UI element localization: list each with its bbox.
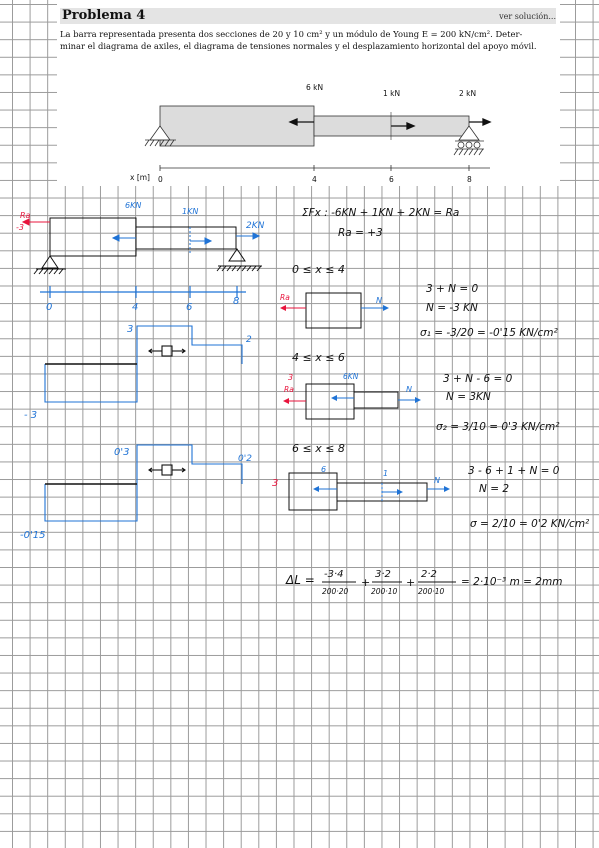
section1-reaction: Ra: [280, 293, 290, 302]
x-tick-0: 0: [158, 175, 163, 184]
displacement-t3-num: 2·2: [421, 569, 437, 580]
statement-line-1: La barra representada presenta dos secci…: [60, 29, 523, 39]
equilibrium-eq: ΣFx : -6KN + 1KN + 2KN = Ra: [302, 207, 459, 219]
sketch-loads: [111, 227, 261, 254]
section2-eq3: σ₂ = 3/10 = 0'3 KN/cm²: [436, 421, 560, 433]
sketch-reaction-value: -3: [16, 223, 24, 232]
roller-support: [453, 125, 484, 156]
section1-eq3: σ₁ = -3/20 = -0'15 KN/cm²: [420, 327, 559, 339]
section3-eq1: 3 - 6 + 1 + N = 0: [468, 465, 560, 477]
section1-block: [305, 292, 362, 329]
displacement-t2-num: 3·2: [375, 569, 391, 580]
sketch-tick-4: 4: [132, 302, 138, 313]
section3-eq3: σ = 2/10 = 0'2 KN/cm²: [470, 518, 590, 530]
section2-axial: N: [406, 385, 412, 394]
load-label-2kn: 2 kN: [459, 89, 476, 98]
stress-top-label: 0'3: [114, 447, 129, 458]
x-tick-6: 6: [389, 175, 394, 184]
displacement-formula: ΔL = -3·4 200·20 + 3·2 200·10 + 2·2 200·…: [285, 569, 562, 596]
section3-eq2: N = 2: [479, 483, 509, 495]
section2-value3: 3: [288, 373, 293, 382]
section3-axial: N: [434, 476, 440, 485]
plus-1: +: [361, 576, 370, 589]
displacement-t1-num: -3·4: [324, 569, 344, 580]
x-tick-8: 8: [467, 175, 472, 184]
sketch-load-6kn: 6KN: [125, 201, 141, 210]
axial-top-label: 3: [127, 324, 133, 335]
sketch-load-2kn: 2KN: [246, 221, 265, 231]
sketch-axis: [40, 286, 246, 298]
statement-line-2: minar el diagrama de axiles, el diagrama…: [60, 41, 537, 51]
axial-diagram: [44, 325, 243, 403]
section1-eq2: N = -3 KN: [426, 302, 478, 314]
load-label-1kn: 1 kN: [383, 89, 400, 98]
section1-eq1: 3 + N = 0: [426, 283, 478, 295]
solution-link[interactable]: ver solución...: [499, 12, 556, 21]
section3-value3: 3: [272, 478, 278, 489]
section3-force6: 6: [321, 465, 326, 474]
displacement-t1-den: 200·20: [322, 587, 348, 596]
problem-statement: La barra representada presenta dos secci…: [60, 28, 558, 52]
load-label-6kn: 6 kN: [306, 83, 323, 92]
sketch-bar: [33, 217, 262, 275]
sketch-tick-8: 8: [233, 296, 239, 307]
sketch-load-1kn: 1KN: [182, 207, 198, 216]
section3-force1: 1: [383, 469, 388, 478]
section2-eq2: N = 3KN: [446, 391, 491, 403]
reaction-eq: Ra = +3: [338, 227, 383, 239]
sketch-tick-6: 6: [186, 302, 192, 313]
header-bar: [60, 8, 556, 24]
problem-sheet: Problema 4 ver solución... La barra repr…: [57, 0, 560, 186]
axial-right-label: 2: [246, 335, 252, 345]
stress-bottom-label: -0'15: [20, 530, 45, 541]
displacement-result: = 2·10⁻³ m = 2mm: [461, 576, 562, 588]
fixed-support: [144, 125, 176, 147]
sketch-tick-0: 0: [46, 302, 52, 313]
section1-range: 0 ≤ x ≤ 4: [292, 263, 345, 276]
x-tick-4: 4: [312, 175, 317, 184]
section2-force: 6KN: [343, 372, 359, 381]
section2-reaction: Ra: [284, 385, 294, 394]
displacement-t2-den: 200·10: [371, 587, 397, 596]
problem-title: Problema 4: [62, 8, 146, 23]
section2-block: [305, 383, 399, 420]
sketch-reaction: Ra: [20, 211, 31, 220]
displacement-prefix: ΔL =: [285, 573, 315, 587]
axial-bottom-label: - 3: [24, 410, 37, 421]
stress-diagram: [44, 444, 243, 522]
section2-eq1: 3 + N - 6 = 0: [443, 373, 513, 385]
stress-right-label: 0'2: [238, 454, 252, 464]
x-axis-label: x [m]: [130, 173, 150, 182]
section3-block: [288, 472, 428, 511]
displacement-t3-den: 200·10: [418, 587, 444, 596]
bar-wide-section: [159, 105, 315, 147]
section3-range: 6 ≤ x ≤ 8: [292, 442, 345, 455]
section2-range: 4 ≤ x ≤ 6: [292, 351, 345, 364]
section1-axial: N: [376, 296, 382, 305]
bar-figure: 6 kN 1 kN 2 kN x [m] 0 4 6 8: [130, 83, 492, 184]
plus-2: +: [406, 576, 415, 589]
